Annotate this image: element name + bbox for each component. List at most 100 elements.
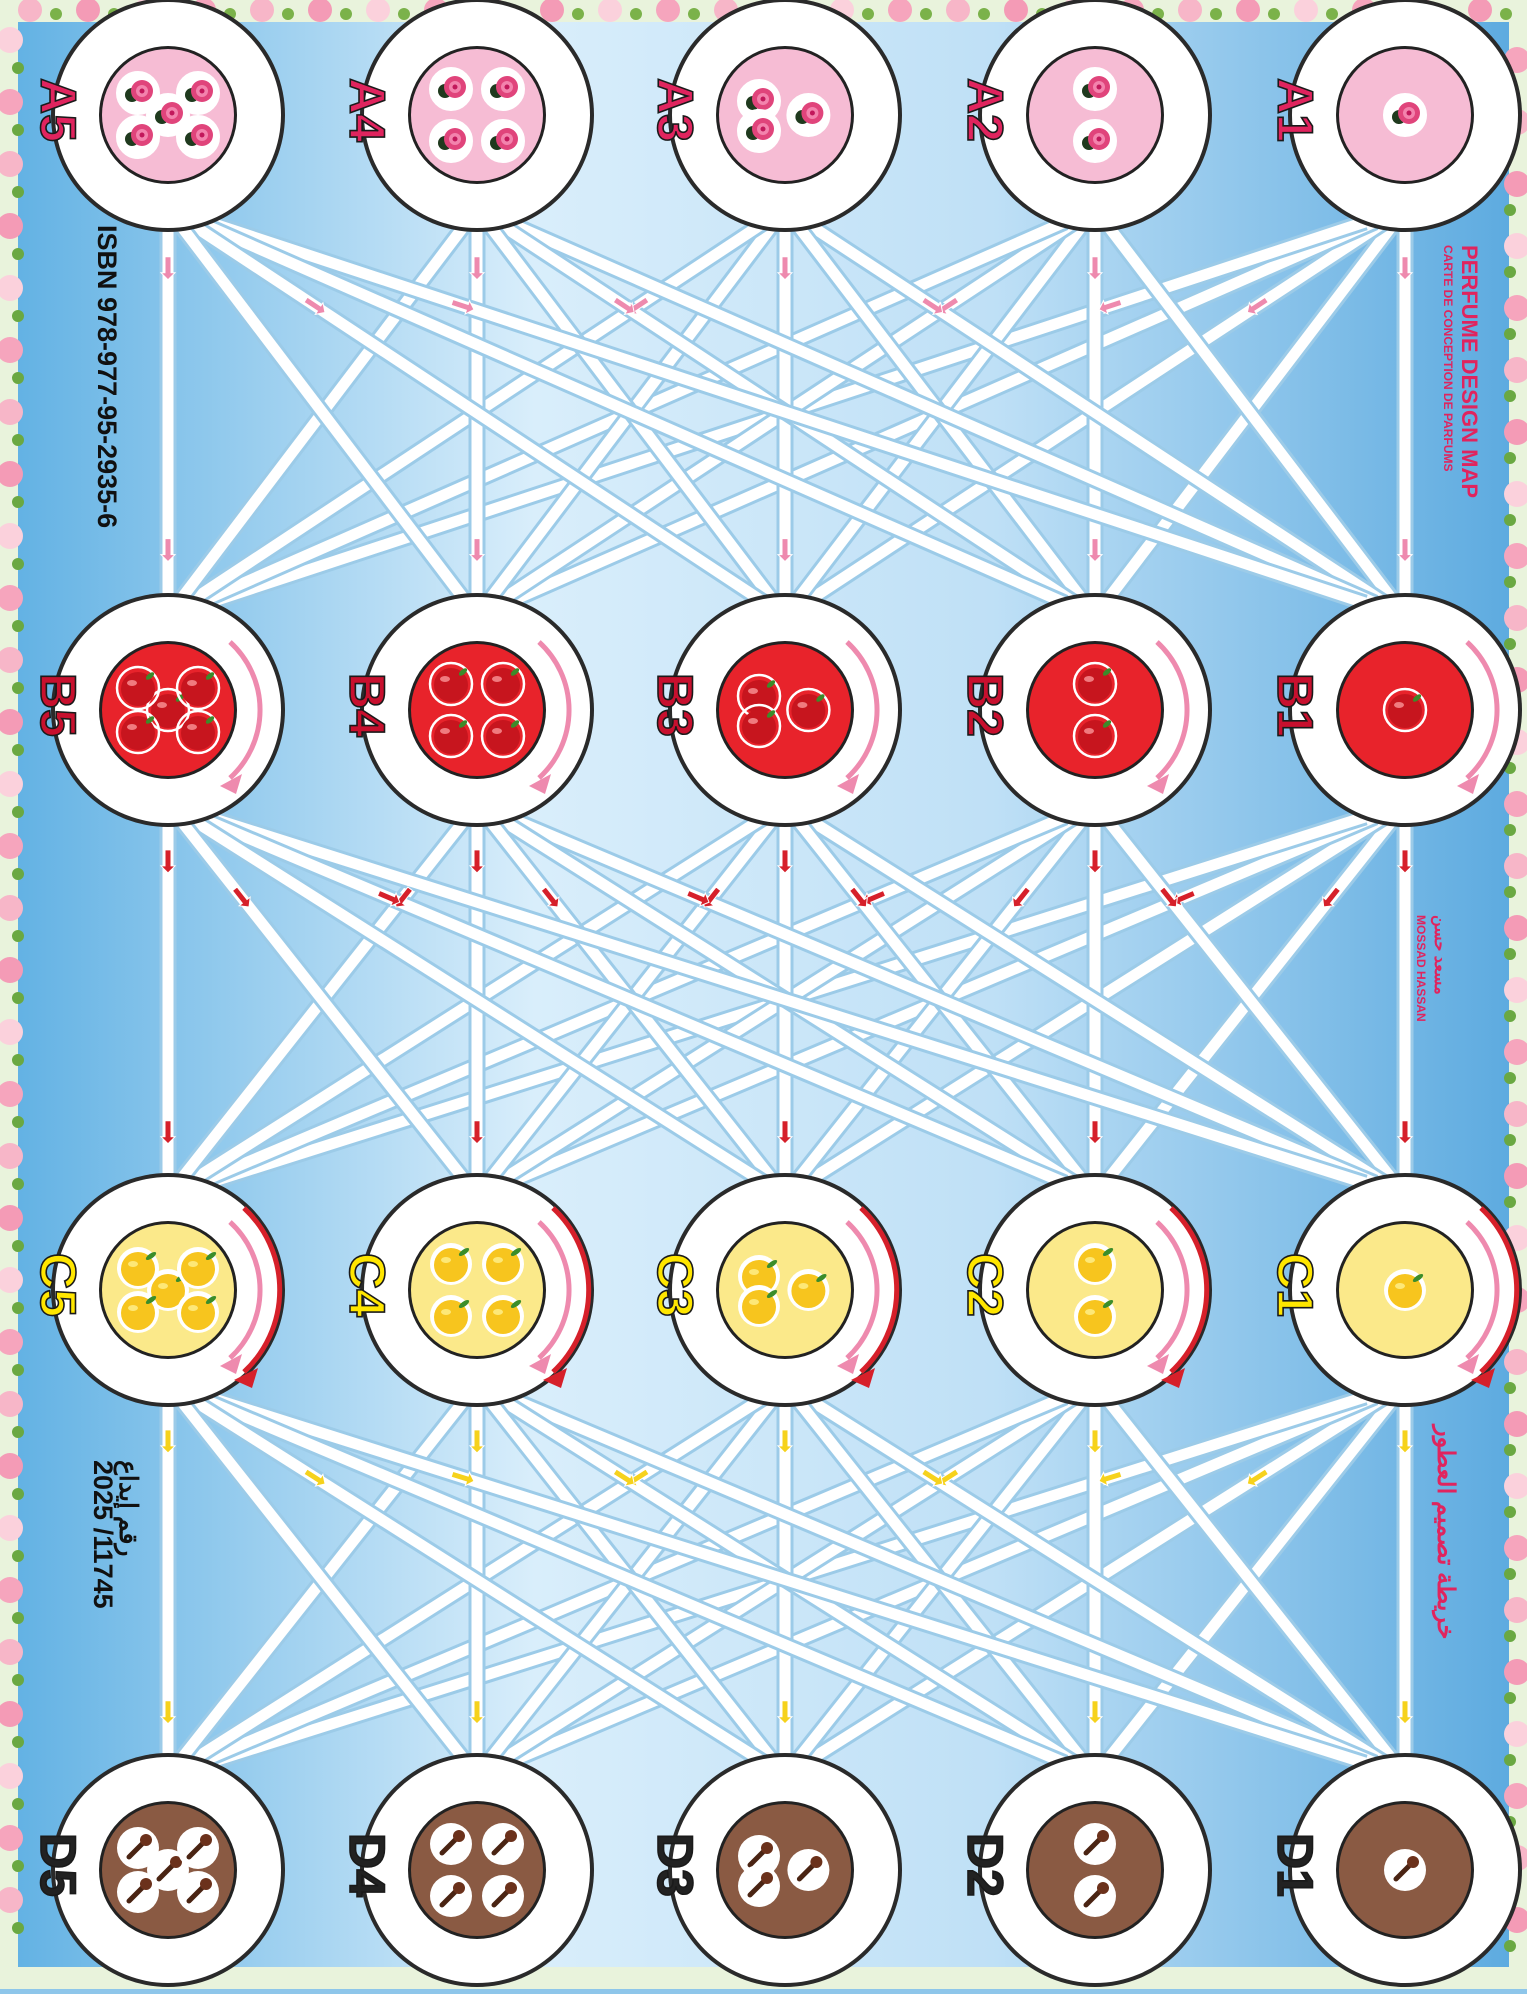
lemon-icon [177, 1291, 219, 1333]
border-leaf [12, 1798, 24, 1810]
border-leaf [978, 8, 990, 20]
node-inner [719, 644, 851, 776]
border-leaf [688, 8, 700, 20]
clove-icon [177, 1827, 219, 1869]
border-leaf [12, 496, 24, 508]
node-inner [411, 49, 543, 181]
clove-icon [482, 1875, 524, 1917]
apple-icon [117, 711, 159, 753]
border-leaf [1504, 1382, 1516, 1394]
border-leaf [12, 186, 24, 198]
lemon-icon [1384, 1269, 1426, 1311]
rose-icon [177, 72, 219, 114]
node-label: C5 [30, 1253, 86, 1317]
border-leaf [1504, 886, 1516, 898]
apple-icon [738, 705, 780, 747]
lemon-icon [430, 1243, 472, 1285]
border-leaf [12, 1736, 24, 1748]
border-leaf [12, 248, 24, 260]
lemon-icon [787, 1269, 829, 1311]
border-leaf [12, 1364, 24, 1376]
node-label: C1 [1267, 1253, 1323, 1317]
lemon-icon [738, 1285, 780, 1327]
rose-icon [787, 94, 829, 136]
border-leaf [1504, 1072, 1516, 1084]
border-leaf [12, 1178, 24, 1190]
border-leaf [572, 8, 584, 20]
apple-icon [1074, 663, 1116, 705]
border-leaf [920, 8, 932, 20]
node-label: B2 [957, 673, 1013, 737]
node-label: C2 [957, 1253, 1013, 1317]
title-arabic: خريطة تصميم العطور [1431, 1423, 1459, 1639]
border-leaf [1504, 514, 1516, 526]
rose-icon [1074, 68, 1116, 110]
rose-icon [482, 120, 524, 162]
border-leaf [1504, 1196, 1516, 1208]
border-leaf [340, 8, 352, 20]
clove-icon [430, 1875, 472, 1917]
border-leaf [12, 868, 24, 880]
title-french: CARTE DE CONCEPTION DE PARFUMS [1441, 245, 1455, 471]
border-leaf [12, 1116, 24, 1128]
clove-icon [430, 1823, 472, 1865]
rose-icon [430, 68, 472, 110]
isbn-block: ISBN 978-977-95-2935-6 [92, 225, 122, 528]
clove-icon [1074, 1875, 1116, 1917]
author-english: MOSSAD HASSAN [1414, 915, 1428, 1022]
border-leaf [1504, 948, 1516, 960]
rose-icon [430, 120, 472, 162]
border-leaf [1504, 1630, 1516, 1642]
node-label: A5 [30, 78, 86, 142]
border-leaf [12, 1302, 24, 1314]
node-label: C3 [647, 1253, 703, 1317]
border-leaf [12, 744, 24, 756]
border-leaf [12, 1054, 24, 1066]
border-leaf [12, 1612, 24, 1624]
border-leaf [1504, 452, 1516, 464]
rose-icon [738, 110, 780, 152]
border-leaf [12, 1550, 24, 1562]
node-inner [411, 644, 543, 776]
border-leaf [1504, 824, 1516, 836]
rose-icon [1074, 120, 1116, 162]
lemon-icon [1074, 1243, 1116, 1285]
node-label: A2 [957, 78, 1013, 142]
node-label: A3 [647, 78, 703, 142]
apple-icon [430, 715, 472, 757]
border-leaf [630, 8, 642, 20]
border-leaf [12, 1922, 24, 1934]
border-leaf [1504, 638, 1516, 650]
border-leaf [1504, 390, 1516, 402]
border-leaf [1504, 1444, 1516, 1456]
node-label: B1 [1267, 673, 1323, 737]
border-leaf [12, 62, 24, 74]
node-label: A4 [339, 78, 395, 142]
border-leaf [1504, 204, 1516, 216]
clove-icon [1384, 1849, 1426, 1891]
clove-icon [1074, 1823, 1116, 1865]
node-label: D4 [339, 1833, 395, 1897]
node-label: D2 [957, 1833, 1013, 1897]
isbn-number: ISBN 978-977-95-2935-6 [92, 225, 122, 528]
node-label: B5 [30, 673, 86, 737]
node-label: D1 [1267, 1833, 1323, 1897]
lemon-icon [117, 1247, 159, 1289]
border-leaf [12, 1488, 24, 1500]
node-label: D5 [30, 1833, 86, 1897]
deposit-number: 2025 /11745 [88, 1460, 118, 1609]
border-leaf [1504, 576, 1516, 588]
border-leaf [12, 1426, 24, 1438]
border-leaf [1504, 266, 1516, 278]
apple-icon [482, 715, 524, 757]
border-leaf [12, 930, 24, 942]
node-label: D3 [647, 1833, 703, 1897]
border-leaf [12, 1860, 24, 1872]
author-arabic: مسعد حسن [1430, 915, 1448, 995]
rose-icon [177, 116, 219, 158]
border-leaf [12, 124, 24, 136]
border-leaf [1326, 8, 1338, 20]
lemon-icon [430, 1295, 472, 1337]
border-leaf [12, 806, 24, 818]
